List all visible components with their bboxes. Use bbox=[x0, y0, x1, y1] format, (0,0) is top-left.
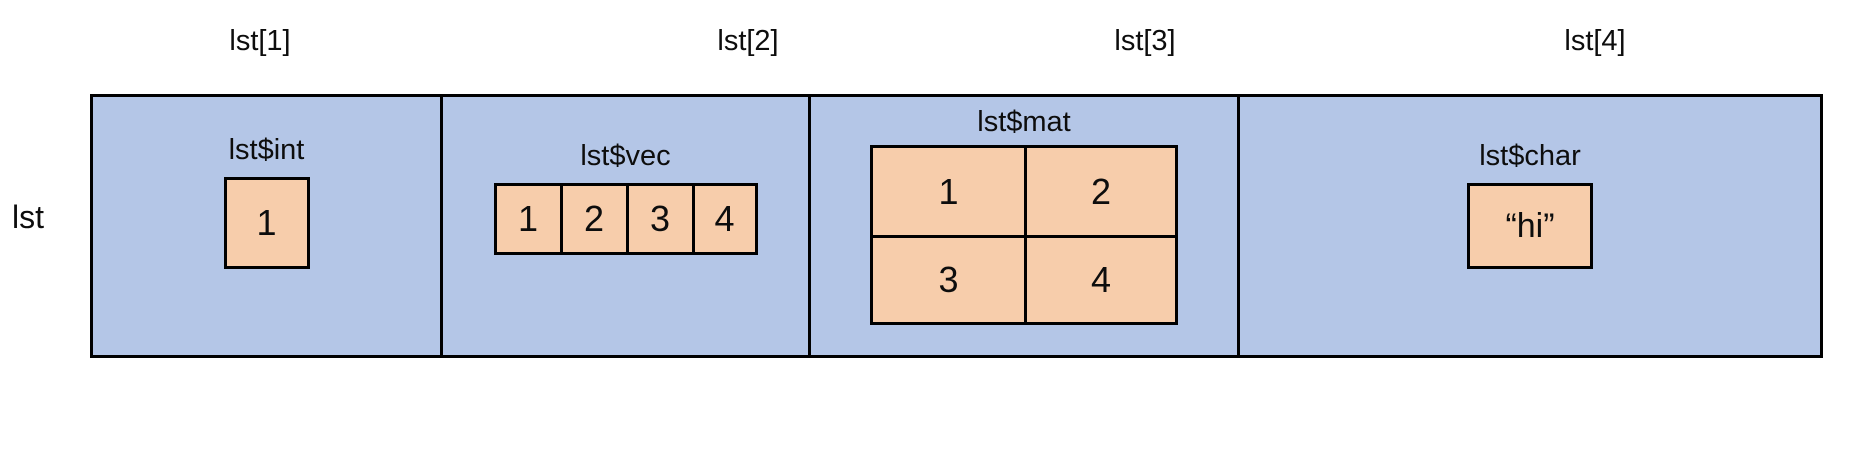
vector-cell-2: 2 bbox=[559, 183, 626, 255]
vector-cell-3: 3 bbox=[625, 183, 692, 255]
matrix-row: 3 4 bbox=[870, 235, 1178, 325]
index-label-lst-3: lst[3] bbox=[1114, 25, 1176, 57]
field-name-lst-char: lst$char bbox=[1479, 140, 1581, 172]
matrix-grid: 1 2 3 4 bbox=[870, 145, 1178, 325]
list-slot-3: lst$mat 1 2 3 4 bbox=[811, 97, 1240, 355]
field-name-lst-mat: lst$mat bbox=[977, 106, 1071, 138]
field-name-lst-int: lst$int bbox=[228, 134, 305, 166]
index-label-lst-1: lst[1] bbox=[229, 25, 291, 57]
vector-cell-1: 1 bbox=[493, 183, 560, 255]
list-container: lst$int 1 lst$vec 1 2 3 4 lst$mat 1 2 3 bbox=[90, 94, 1823, 358]
index-label-lst-2: lst[2] bbox=[717, 25, 779, 57]
matrix-cell-r2c2: 4 bbox=[1024, 235, 1178, 325]
list-slot-1: lst$int 1 bbox=[93, 97, 443, 355]
matrix-cell-r1c2: 2 bbox=[1024, 145, 1178, 235]
index-label-lst-4: lst[4] bbox=[1564, 25, 1626, 57]
field-name-lst-vec: lst$vec bbox=[580, 140, 671, 172]
matrix-row: 1 2 bbox=[870, 145, 1178, 235]
vector-cells: 1 2 3 4 bbox=[493, 183, 758, 255]
matrix-cell-r2c1: 3 bbox=[870, 235, 1024, 325]
character-cell-hi: “hi” bbox=[1467, 183, 1593, 269]
matrix-cell-r1c1: 1 bbox=[870, 145, 1024, 235]
vector-cell-4: 4 bbox=[691, 183, 758, 255]
list-slot-4: lst$char “hi” bbox=[1240, 97, 1820, 355]
list-slot-2: lst$vec 1 2 3 4 bbox=[443, 97, 811, 355]
variable-label-lst: lst bbox=[12, 199, 44, 235]
scalar-cell-int: 1 bbox=[223, 177, 310, 269]
